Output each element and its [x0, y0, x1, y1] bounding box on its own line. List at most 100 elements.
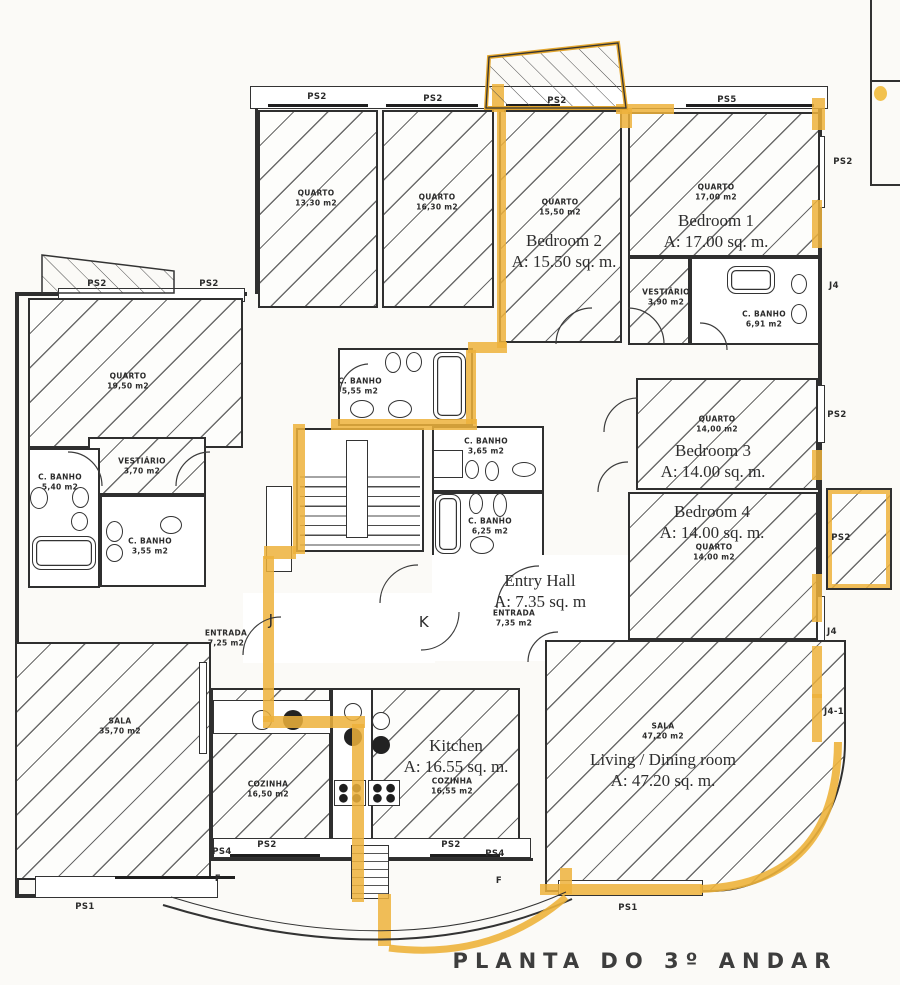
- bidet-icon: [791, 304, 807, 324]
- bathtub-icon: [32, 536, 96, 570]
- room-kitchen-1655: [370, 688, 520, 860]
- orange-highlight-segment: [378, 894, 391, 946]
- bidet-icon: [106, 544, 123, 562]
- opening-ps1-bottom-right: PS1: [618, 903, 638, 913]
- opening-ps2-balcony: PS2: [831, 533, 851, 543]
- opening-ps2-left-1: PS2: [87, 279, 107, 289]
- toilet-icon: [791, 274, 807, 294]
- opening-ps2-bottom-1: PS2: [257, 840, 277, 850]
- orange-highlight-segment: [466, 350, 476, 424]
- opening-ps2-right-1: PS2: [833, 157, 853, 167]
- room-sala-3570: [15, 642, 211, 880]
- stair-letter-k: K: [418, 613, 430, 631]
- opening-ps2-right-2: PS2: [827, 410, 847, 420]
- wall-between-sala-corridor: [199, 662, 207, 754]
- stair-landing-rail: [346, 440, 368, 538]
- orange-arc-highlight: [388, 894, 569, 954]
- orange-highlight-segment: [812, 574, 822, 622]
- kitchen-sink-icon: [372, 736, 390, 754]
- orange-highlight-segment: [352, 724, 364, 902]
- toilet-icon: [72, 487, 89, 508]
- orange-highlight-segment: [620, 108, 632, 128]
- toilet-icon: [469, 493, 483, 514]
- bathtub-icon: [433, 352, 466, 420]
- window-sill: [230, 854, 320, 857]
- sink-icon: [350, 400, 374, 418]
- orange-highlight-segment: [263, 716, 365, 728]
- orange-highlight-segment: [492, 84, 504, 112]
- bidet-icon: [485, 461, 499, 481]
- bottom-arc-balcony: [162, 898, 573, 941]
- stair-letter-j: J: [268, 611, 274, 629]
- sink-icon: [512, 462, 536, 477]
- opening-ps2-left-2: PS2: [199, 279, 219, 289]
- orange-highlight-segment: [812, 450, 822, 480]
- opening-ps1-bottom-left: PS1: [75, 902, 95, 912]
- right-balcony: [826, 488, 892, 590]
- sink-icon: [388, 400, 412, 418]
- bidet-icon: [71, 512, 88, 531]
- window-sill: [386, 104, 478, 107]
- opening-j4-1-right: J4-1: [823, 707, 845, 717]
- orange-highlight-segment: [560, 868, 572, 894]
- orange-highlight-segment: [812, 646, 822, 698]
- orange-highlight-segment: [331, 419, 477, 430]
- room-quarto-1630: [382, 110, 494, 308]
- room-quarto-1330: [258, 110, 378, 308]
- opening-j4-right-2: J4: [827, 627, 837, 637]
- opening-f-bottom-1: F: [214, 874, 222, 884]
- bidet-icon: [406, 352, 422, 372]
- opening-f-bottom-2: F: [495, 876, 503, 886]
- orange-highlight-segment: [616, 104, 674, 114]
- orange-highlight-segment: [812, 98, 825, 130]
- orange-highlight-segment: [812, 694, 822, 742]
- sink-icon: [30, 487, 48, 509]
- bathtub-icon: [727, 266, 775, 294]
- room-quarto-1950: [28, 298, 243, 448]
- orange-highlight-segment: [263, 556, 274, 722]
- room-bedroom-2: [499, 110, 622, 343]
- opening-j4-right-1: J4: [829, 281, 839, 291]
- window-sill: [686, 104, 814, 107]
- bathtub-icon: [435, 494, 461, 554]
- opening-ps5-top: PS5: [717, 95, 737, 105]
- orange-highlight-segment: [468, 342, 507, 353]
- opening-ps4-bottom-2: PS4: [485, 849, 505, 859]
- stove-icon: [368, 780, 400, 806]
- orange-highlight-segment: [812, 200, 822, 248]
- wall-top-left-connector: [255, 108, 258, 294]
- legend-box-divider: [870, 80, 900, 82]
- toilet-icon: [465, 460, 479, 479]
- opening-ps4-bottom-1: PS4: [212, 847, 232, 857]
- room-bedroom-3: [636, 378, 818, 490]
- toilet-icon: [106, 521, 123, 542]
- legend-orange-mark: [874, 86, 887, 101]
- bidet-icon: [493, 493, 507, 517]
- orange-highlight-segment: [497, 110, 506, 348]
- sink-icon: [160, 516, 182, 534]
- opening-ps2-top-1: PS2: [307, 92, 327, 102]
- plan-title: PLANTA DO 3º ANDAR: [452, 949, 838, 973]
- kitchen-sink-icon: [372, 712, 390, 730]
